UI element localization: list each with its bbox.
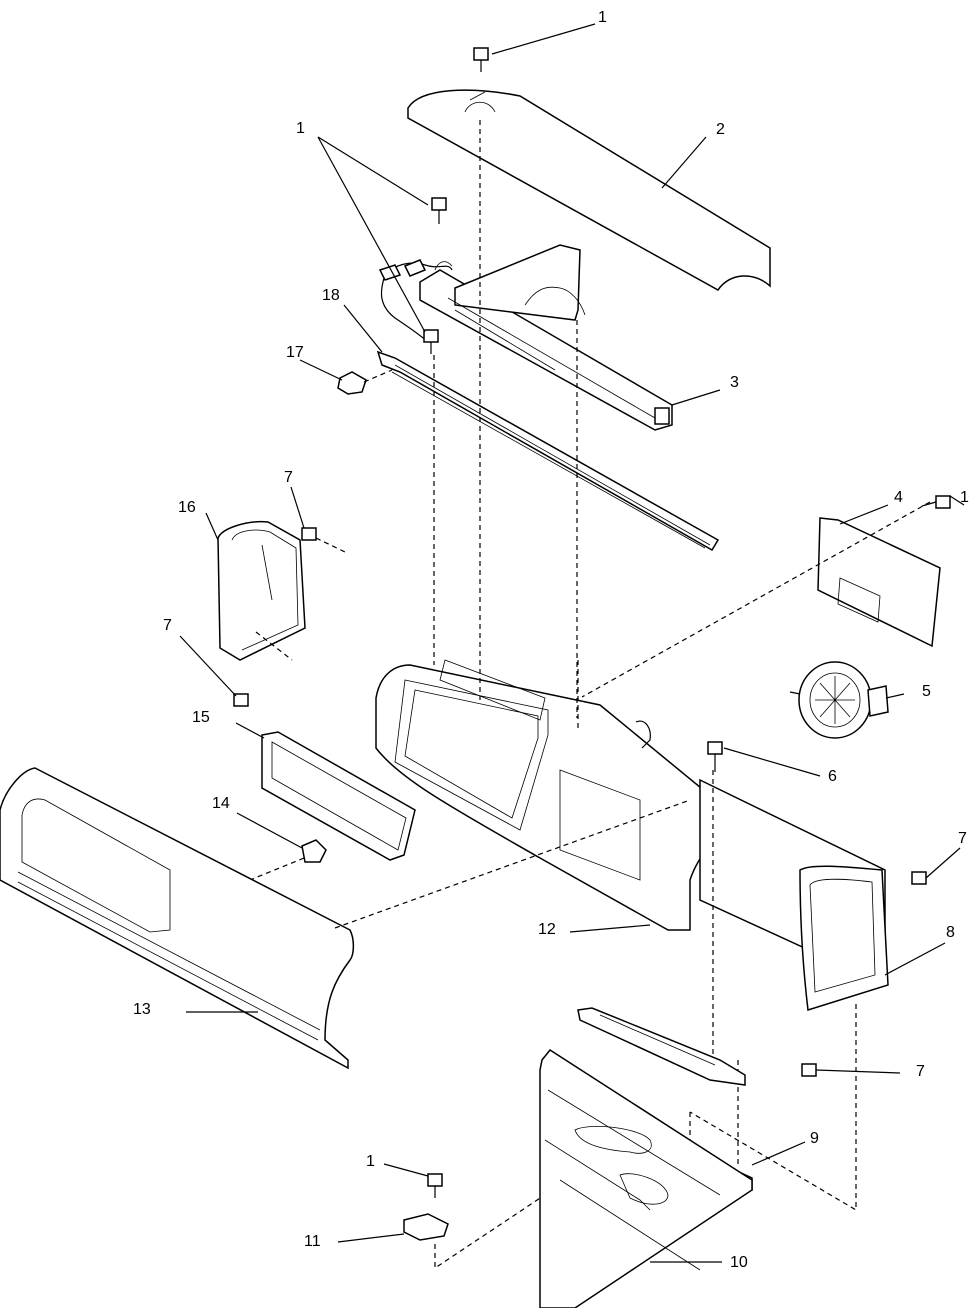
callout-10: 10 (730, 1254, 748, 1271)
leader-lines (179, 23, 965, 1263)
callout-12: 12 (538, 921, 556, 938)
callout-7-lower: 7 (163, 617, 172, 634)
screw-7-lower (233, 693, 249, 707)
callout-18: 18 (322, 287, 340, 304)
screw-group (233, 47, 951, 1198)
part-5-switch (789, 661, 889, 739)
callout-11: 11 (304, 1233, 321, 1250)
part-17-clip (337, 369, 393, 395)
callout-1-rail: 1 (296, 120, 305, 137)
callout-2: 2 (716, 121, 725, 138)
part-16-left-endcap (217, 520, 346, 661)
callout-4: 4 (894, 489, 903, 506)
screw-7-right (911, 871, 927, 885)
callout-6: 6 (828, 768, 837, 785)
callout-7-upper: 7 (284, 469, 293, 486)
callout-15: 15 (192, 709, 210, 726)
callout-labels: 1 2 1 18 17 3 4 1 7 16 7 5 15 6 14 7 8 1… (133, 9, 969, 1271)
callout-1-top: 1 (598, 9, 607, 26)
screw-7-bottom (801, 1063, 817, 1077)
screw-7-upper (301, 527, 317, 541)
screw-6 (707, 741, 723, 772)
screw-1-strip (423, 329, 439, 354)
callout-13: 13 (133, 1001, 151, 1018)
callout-7-right: 7 (958, 830, 967, 847)
callout-1-right: 1 (960, 489, 969, 506)
part-3-rail-assembly (419, 244, 673, 431)
part-13-front-panel (0, 767, 691, 1070)
callout-14: 14 (212, 795, 230, 812)
part-2-top-cover (407, 89, 771, 291)
callout-16: 16 (178, 499, 196, 516)
screw-1-rail (431, 197, 447, 224)
callout-9: 9 (810, 1130, 819, 1147)
wire-harness (378, 259, 453, 343)
callout-8: 8 (946, 924, 955, 941)
callout-5: 5 (922, 683, 931, 700)
part-10-base (539, 1049, 753, 1308)
callout-7-bottom: 7 (916, 1063, 925, 1080)
part-12-console (375, 120, 889, 1011)
screw-1-bottom (427, 1173, 443, 1198)
part-11-bracket (403, 1213, 449, 1241)
part-15-window-frame (261, 731, 416, 861)
screw-1-top (473, 47, 489, 72)
callout-17: 17 (286, 344, 304, 361)
callout-1-bottom: 1 (366, 1153, 375, 1170)
screw-1-right (921, 495, 951, 509)
part-14-clip (249, 839, 327, 881)
part-18-strip (376, 350, 720, 552)
callout-3: 3 (730, 374, 739, 391)
part-4-plate (581, 501, 941, 698)
